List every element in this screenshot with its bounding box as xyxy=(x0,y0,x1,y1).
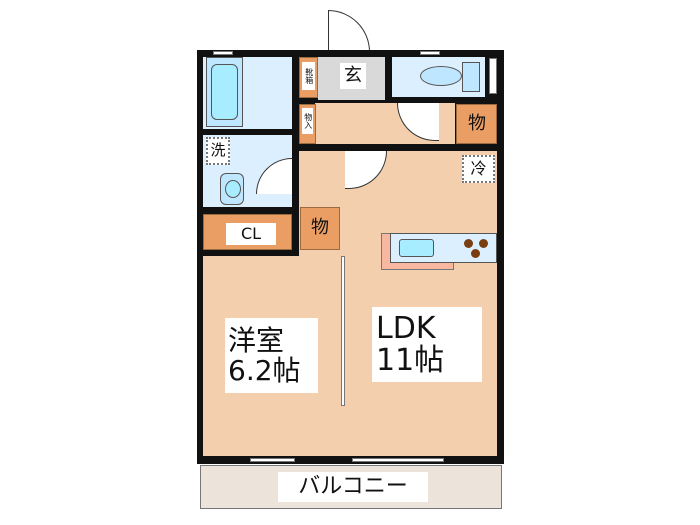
window xyxy=(213,51,233,55)
bathtub-icon xyxy=(206,57,243,127)
window xyxy=(489,58,497,94)
shoe-box-label: 靴箱 xyxy=(302,62,315,90)
sink-icon xyxy=(220,173,244,205)
hall-storage-label: 物入 xyxy=(302,108,313,134)
western-room-size: 6.2帖 xyxy=(228,353,301,387)
western-room-label: 洋室 6.2帖 xyxy=(225,318,318,393)
western-room-name: 洋室 xyxy=(228,324,285,358)
washer-space: 洗 xyxy=(206,137,230,165)
entrance-label: 玄 xyxy=(340,63,366,89)
ldk-size: 11帖 xyxy=(376,342,445,378)
window xyxy=(352,458,444,462)
entrance-door xyxy=(328,10,370,52)
ldk-name: LDK xyxy=(376,311,436,346)
refrigerator-space: 冷 xyxy=(462,155,495,183)
window xyxy=(420,51,440,55)
ldk-label: LDK 11帖 xyxy=(372,307,482,382)
sliding-door xyxy=(341,256,345,406)
window xyxy=(250,458,295,462)
toilet-icon xyxy=(420,66,462,86)
kitchen-counter xyxy=(390,233,497,263)
storage-middle-label: 物 xyxy=(305,214,335,242)
balcony-label: バルコニー xyxy=(278,472,428,502)
toilet-tank-icon xyxy=(462,62,480,92)
kitchen-sink-icon xyxy=(399,239,434,257)
stove-icon xyxy=(461,236,495,261)
closet-label: CL xyxy=(226,223,276,245)
storage-right-label: 物 xyxy=(462,110,492,138)
